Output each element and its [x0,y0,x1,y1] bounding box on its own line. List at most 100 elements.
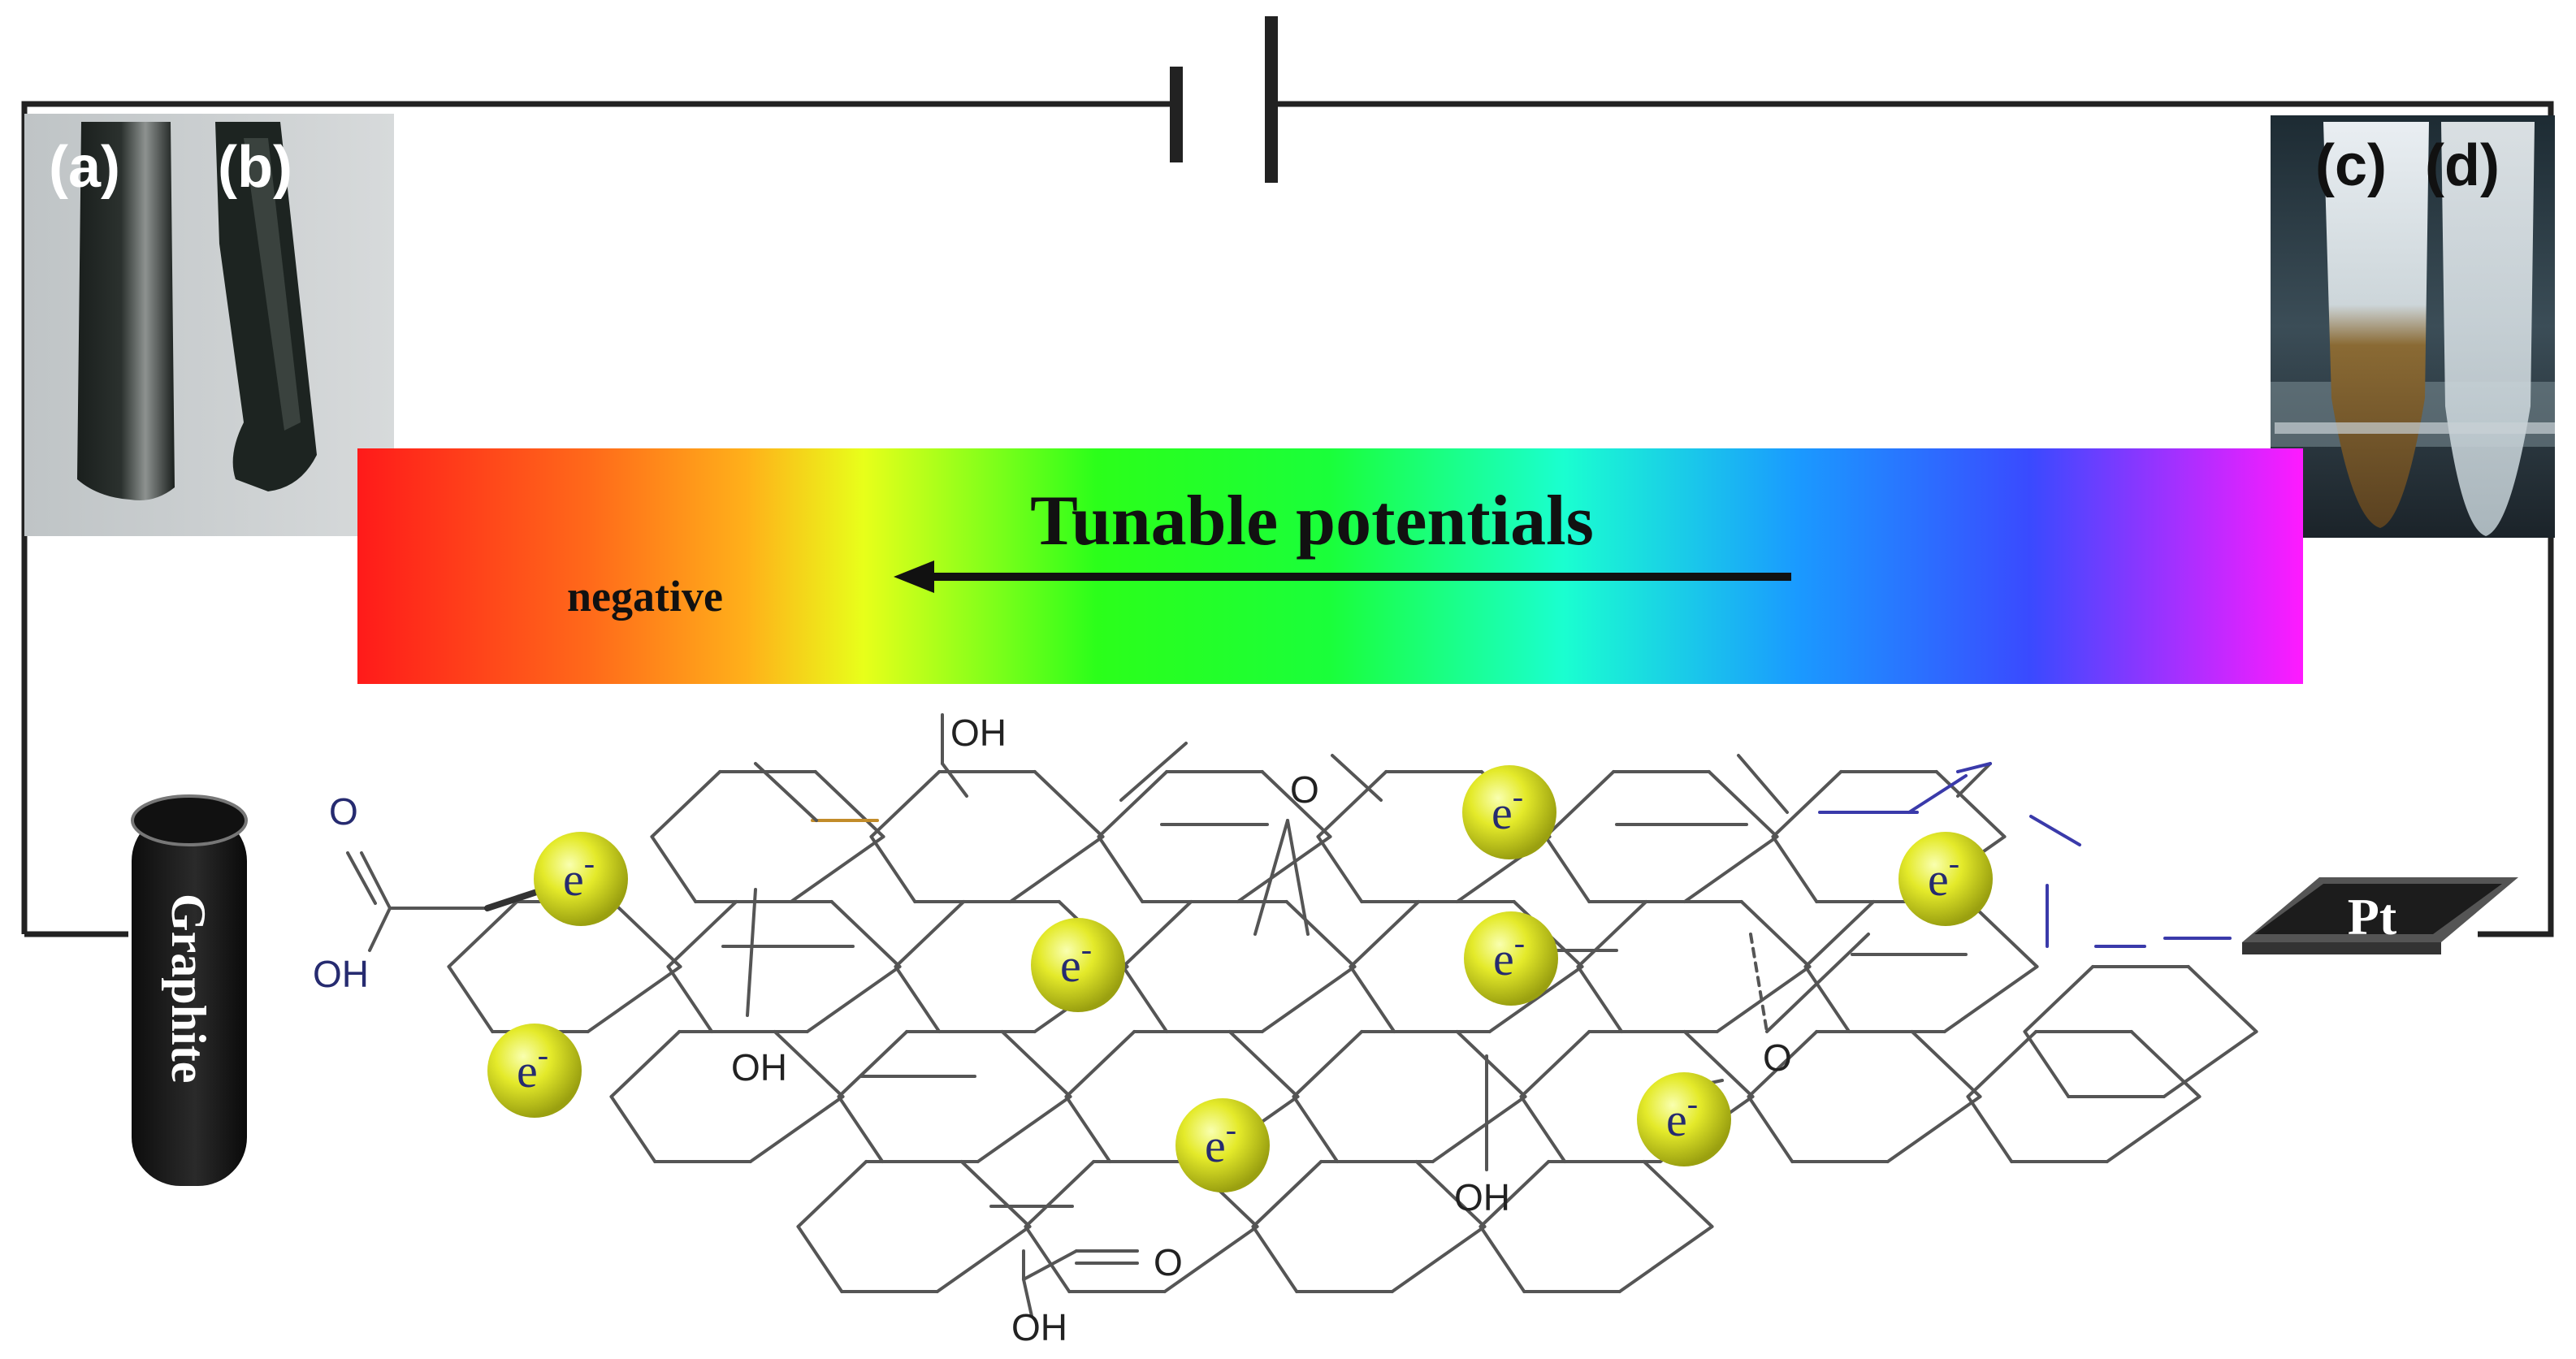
bond-line [748,1095,845,1163]
electron-charge: - [1081,931,1092,967]
bond-line [1682,1030,1755,1098]
bond-line [1316,770,1388,838]
electron-charge: - [1226,1111,1236,1148]
graphite-rod-a [77,122,175,500]
bond-line [1024,1225,1072,1293]
bond-line [610,900,682,968]
bond-line [447,900,519,968]
electron-charge: - [1513,778,1523,815]
bond-line [1022,1249,1078,1281]
electron-spheres: e-e-e-e-e-e-e-e- [487,765,1993,1192]
photo-label-b: (b) [218,135,292,200]
graphene-oxide-bonds [346,713,2258,1318]
electron-sphere: e- [487,1024,582,1118]
bond-line [1885,1095,1982,1163]
bond-line [1771,770,1843,838]
bond-line [1765,933,1870,1033]
bond-line [666,965,714,1033]
bond-line [346,851,377,905]
electron-charge: - [1687,1085,1698,1122]
bond-line [935,1225,1032,1293]
bond-line [2162,1030,2258,1098]
spectrum-negative-label: negative [567,572,723,621]
electron-charge: - [584,845,595,881]
electron-sphere: e- [1462,765,1556,859]
bond-line [1966,1030,2038,1098]
bond-line [650,835,698,903]
bond-line [941,762,968,798]
bond-line [1260,965,1357,1033]
bond-line [1119,742,1188,802]
bond-line [1286,819,1310,936]
bond-line [959,1160,1032,1228]
bond-line [1707,770,1779,838]
carboxyl-oh-label: OH [1011,1306,1067,1348]
bond-line [1907,774,1968,814]
graphite-label: Graphite [162,894,215,1083]
bond-line [1682,835,1779,903]
spectrum-bar [357,448,2303,684]
bond-line [1162,1225,1259,1293]
bond-line [1251,1225,1299,1293]
bond-line [869,770,942,838]
electron-charge: - [1514,924,1525,961]
bond-line [1236,835,1332,903]
bond-line [1292,1030,1364,1098]
bond-line [1331,754,1383,802]
bond-line [813,770,885,838]
photo-label-d: (d) [2425,133,2500,198]
bond-line [586,965,682,1033]
carboxyl-oh-label: OH [313,953,369,995]
photo-label-a: (a) [49,135,120,200]
bond-line [1803,900,1876,968]
bond-line [894,900,966,968]
bond-line [650,770,722,838]
bond-line [1715,965,1812,1033]
bond-line [2186,965,2258,1033]
bond-line [1739,900,1812,968]
bond-line [1024,1160,1096,1228]
electron-sphere: e- [1031,918,1125,1012]
potential-arrow-head [894,560,934,593]
bond-line [1576,965,1624,1033]
bond-line [1934,770,2007,838]
bond-line [2029,815,2081,846]
bond-line [360,851,392,910]
hydroxyl-label: OH [1454,1176,1510,1218]
bond-line [1033,770,1105,838]
electron-label: e- [1928,845,1959,906]
electron-sphere: e- [1175,1098,1270,1192]
bond-line [1642,1160,1714,1228]
bond-line [1956,762,1992,773]
electron-ball [1175,1098,1270,1192]
electron-sphere: e- [1898,832,1993,926]
bond-line [1956,762,1992,798]
bond-line [2023,965,2095,1033]
bond-line [1253,819,1289,936]
hydroxyl-label: OH [731,1046,787,1088]
epoxide-oxygen-label: O [1763,1037,1792,1079]
bond-line [2023,1030,2071,1098]
bond-line [1022,1278,1033,1318]
bond-line [1097,835,1145,903]
bond-line [829,900,902,968]
bond-line [789,835,885,903]
bond-line [1942,965,2039,1033]
pt-electrode: Pt [2242,877,2518,954]
bond-line [1260,770,1332,838]
bond-line [1008,835,1105,903]
bond-line [368,907,392,952]
bond-line [1284,900,1357,968]
bond-line [1064,1030,1136,1098]
bond-line [1349,965,1396,1033]
bond-line [837,1030,909,1098]
bond-line [1121,900,1193,968]
bond-line [666,900,738,968]
photo-label-c: (c) [2315,133,2387,198]
pt-label: Pt [2348,888,2397,946]
bond-line [1455,1030,1527,1098]
bond-line [746,888,757,1017]
bond-line [1000,1030,1072,1098]
